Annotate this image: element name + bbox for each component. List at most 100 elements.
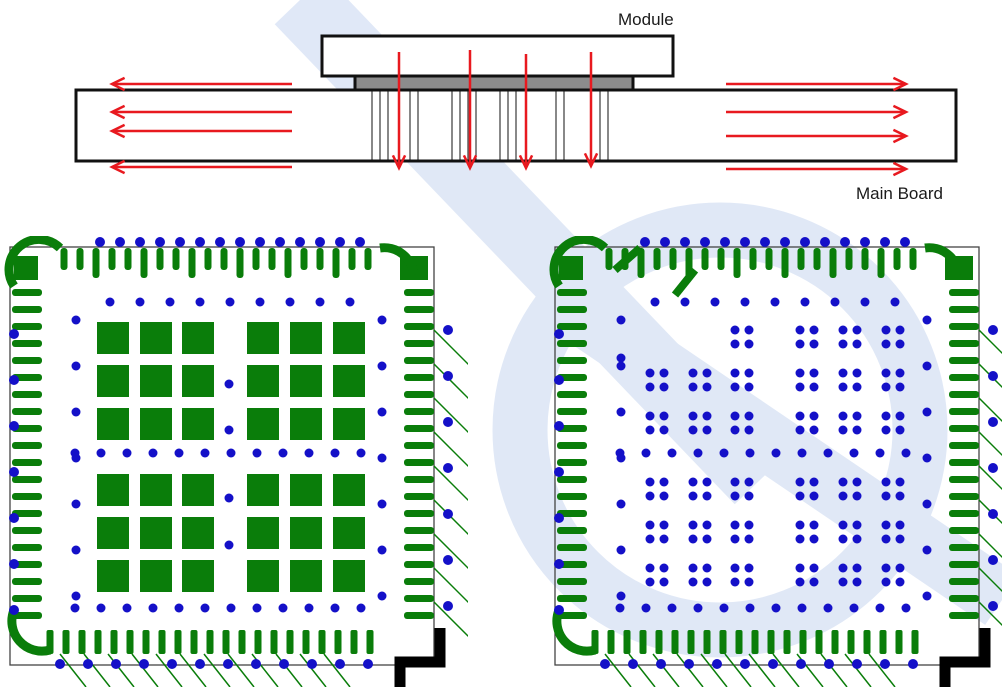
corner-trace	[7, 608, 52, 656]
right-pin	[404, 442, 434, 449]
heat-arrow	[726, 76, 909, 92]
bottom-pin	[895, 630, 903, 654]
bottom-pin	[206, 630, 214, 654]
via	[908, 659, 918, 669]
left-pin	[557, 408, 587, 415]
right-pin	[404, 527, 434, 534]
bottom-pin	[270, 630, 278, 654]
via	[96, 603, 106, 613]
thermal-pad	[333, 322, 365, 354]
left-pin	[557, 442, 587, 449]
via	[135, 237, 145, 247]
bottom-pin	[142, 630, 150, 654]
corner-pad	[559, 256, 583, 280]
via	[988, 417, 998, 427]
via	[9, 375, 19, 385]
via	[922, 591, 932, 601]
trace	[671, 267, 699, 298]
bottom-pin	[366, 630, 374, 654]
fanout-trace	[203, 653, 231, 687]
right-pin	[404, 374, 434, 381]
left-pin	[557, 374, 587, 381]
via	[780, 237, 790, 247]
via	[770, 297, 780, 307]
right-pin	[404, 289, 434, 296]
left-pin	[12, 544, 42, 551]
top-pin	[172, 248, 180, 270]
left-pin	[557, 340, 587, 347]
via	[650, 297, 660, 307]
fanout-trace	[676, 653, 704, 687]
bottom-pin	[174, 630, 182, 654]
via	[278, 448, 288, 458]
left-pin	[12, 595, 42, 602]
bottom-pin	[78, 630, 86, 654]
bottom-pin	[350, 630, 358, 654]
via	[700, 237, 710, 247]
via	[224, 540, 234, 550]
right-pin	[404, 544, 434, 551]
via	[443, 417, 453, 427]
top-pin	[877, 248, 885, 278]
thermal-pad	[333, 408, 365, 440]
via	[55, 659, 65, 669]
right-pin	[949, 442, 979, 449]
thermal-pad	[140, 474, 172, 506]
via	[226, 448, 236, 458]
fanout-trace	[131, 653, 159, 687]
via	[830, 297, 840, 307]
via-cluster	[838, 477, 862, 501]
via-cluster	[881, 477, 905, 501]
via	[377, 453, 387, 463]
via	[684, 659, 694, 669]
via	[9, 467, 19, 477]
via	[740, 297, 750, 307]
thermal-pad	[140, 322, 172, 354]
via	[215, 237, 225, 247]
fanout-trace	[978, 329, 1002, 355]
via	[377, 499, 387, 509]
right-pin	[949, 374, 979, 381]
heat-arrow	[109, 76, 292, 92]
heat-arrow	[726, 104, 909, 120]
via	[824, 659, 834, 669]
via-cluster	[838, 520, 862, 544]
thermal-pad	[140, 517, 172, 549]
left-pin	[12, 425, 42, 432]
heat-arrow	[583, 52, 599, 169]
thermal-pad	[290, 560, 322, 592]
thermal-pad	[290, 322, 322, 354]
left-pin	[557, 561, 587, 568]
bottom-pin	[286, 630, 294, 654]
top-pin	[765, 248, 773, 270]
via	[745, 603, 755, 613]
fanout-trace	[83, 653, 111, 687]
right-pin	[404, 340, 434, 347]
via-cluster	[645, 368, 669, 392]
via	[616, 353, 626, 363]
via	[771, 603, 781, 613]
left-pin	[12, 374, 42, 381]
via	[616, 453, 626, 463]
via	[443, 463, 453, 473]
via	[105, 297, 115, 307]
top-pin	[252, 248, 260, 270]
right-pin	[949, 289, 979, 296]
fanout-trace	[155, 653, 183, 687]
via	[615, 603, 625, 613]
via	[304, 603, 314, 613]
via	[988, 601, 998, 611]
via	[840, 237, 850, 247]
top-pin	[701, 248, 709, 270]
right-pin	[949, 391, 979, 398]
thermal-pad	[140, 365, 172, 397]
thermal-pad	[182, 560, 214, 592]
left-pin	[12, 442, 42, 449]
via	[922, 407, 932, 417]
left-pcb-layout	[4, 236, 468, 687]
top-pin	[92, 248, 100, 278]
heat-arrows	[109, 50, 909, 177]
fanout-trace	[796, 653, 824, 687]
corner-mark	[939, 628, 991, 687]
via	[860, 237, 870, 247]
